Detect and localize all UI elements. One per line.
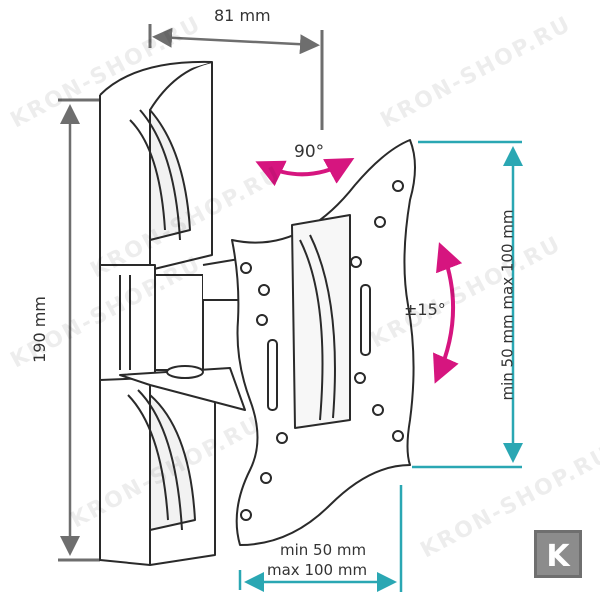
vesa-horizontal-dimension xyxy=(238,485,403,592)
height-label: 190 mm xyxy=(29,296,49,363)
swivel-label: 90° xyxy=(294,142,325,162)
height-dimension xyxy=(58,98,100,562)
vesa-horizontal-min-label: min 50 mm xyxy=(280,541,367,559)
vesa-vertical-label: min 50 mm max 100 mm xyxy=(498,209,517,401)
brand-badge: K xyxy=(534,530,582,578)
wall-bracket xyxy=(99,60,246,566)
depth-dimension xyxy=(148,24,324,130)
swivel-arrow xyxy=(255,157,355,187)
vesa-plate xyxy=(231,139,416,546)
depth-label: 81 mm xyxy=(214,6,271,25)
vesa-vertical-dimension xyxy=(412,140,523,469)
tilt-arrow xyxy=(433,242,463,384)
tilt-label: ±15° xyxy=(404,300,446,319)
vesa-horizontal-max-label: max 100 mm xyxy=(267,561,368,579)
